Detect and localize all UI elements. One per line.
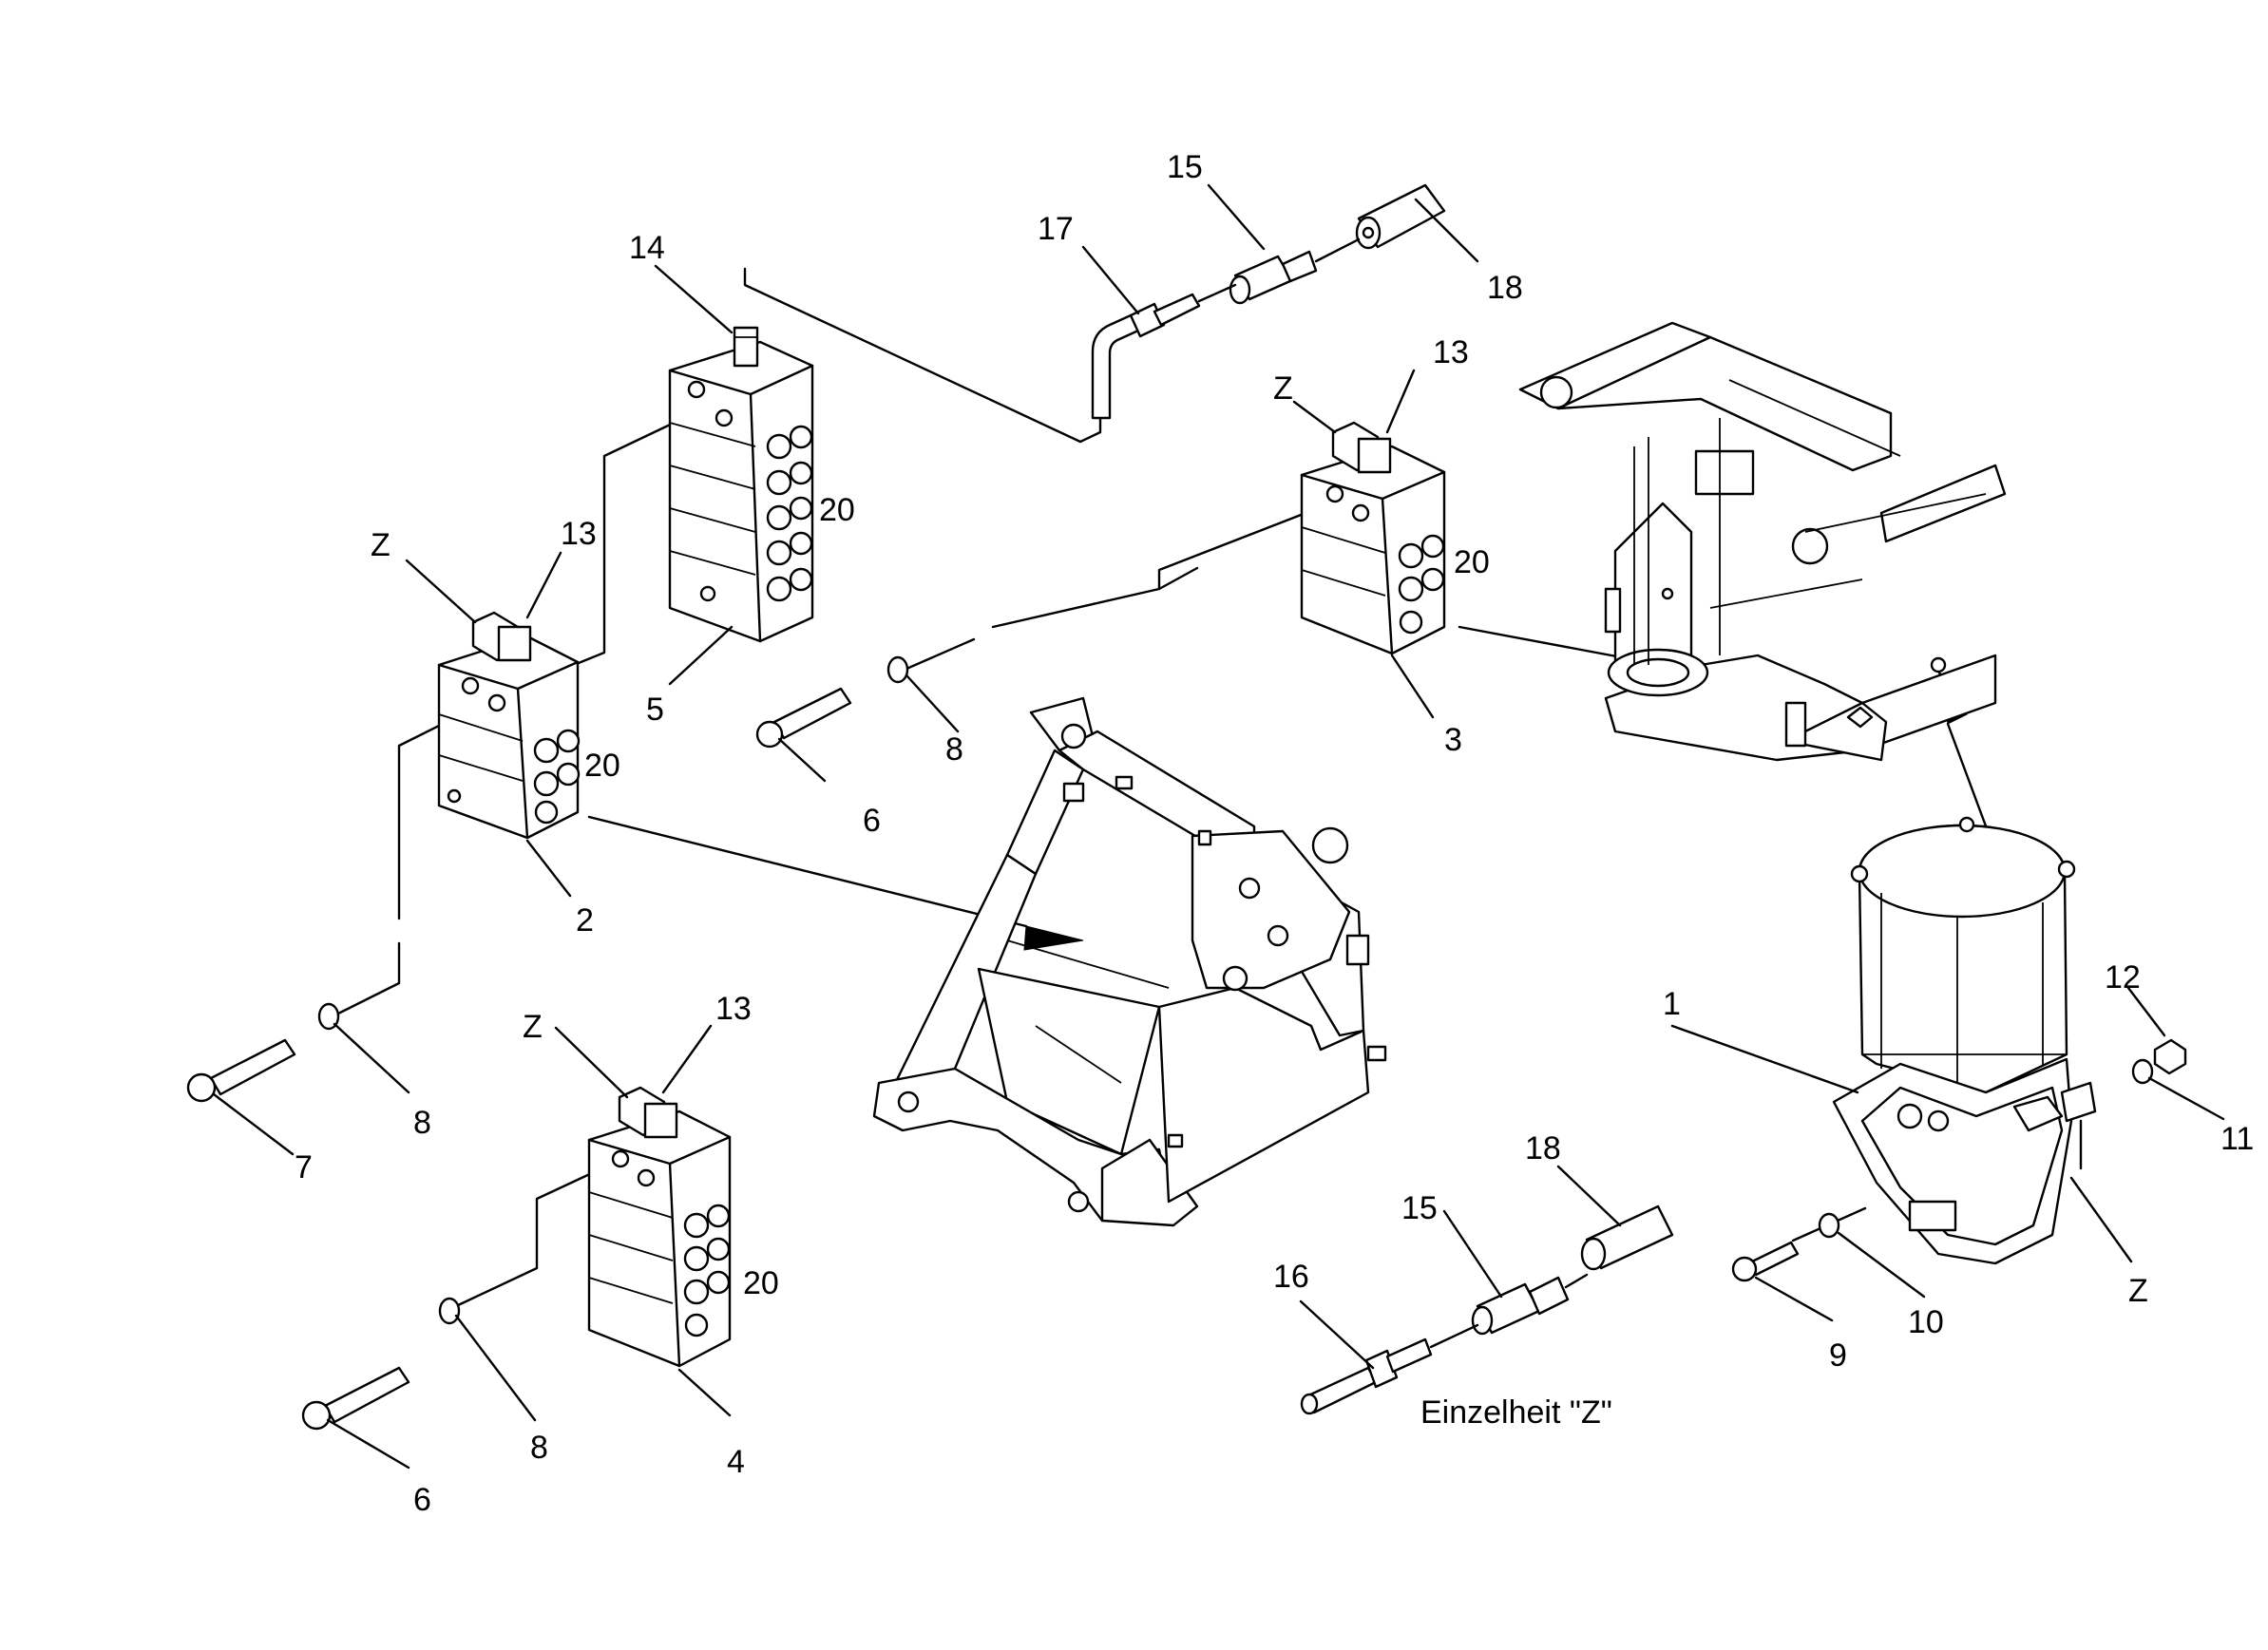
washer-11 (2131, 1058, 2154, 1085)
callout-9: 9 (1829, 1337, 1847, 1374)
pipe-17-elbow (1091, 293, 1201, 420)
callout-z-right: Z (1273, 370, 1293, 407)
distributor-block-2 (437, 611, 581, 840)
nut-12 (2153, 1038, 2187, 1075)
upper-frame (1518, 321, 2007, 762)
callout-13-right: 13 (1433, 334, 1469, 370)
callout-12: 12 (2105, 959, 2141, 996)
callout-2: 2 (576, 902, 594, 939)
washer-8-upper (886, 655, 909, 684)
callout-labels: 14 17 15 18 13 Z 20 20 13 Z 5 3 8 20 6 2… (295, 149, 2254, 1518)
callout-20-lower: 20 (743, 1265, 779, 1301)
callout-1: 1 (1663, 986, 1681, 1022)
callout-15-top: 15 (1167, 149, 1203, 185)
callout-6-lower: 6 (413, 1482, 431, 1518)
distributor-block-4 (587, 1086, 732, 1368)
callout-4: 4 (727, 1444, 745, 1480)
distributor-block-5 (668, 326, 814, 643)
callout-7: 7 (295, 1149, 313, 1185)
callout-20-top: 20 (819, 492, 855, 528)
callout-3: 3 (1444, 722, 1462, 758)
callout-8-lower: 8 (530, 1430, 548, 1466)
callout-13-lower: 13 (715, 991, 752, 1027)
lubrication-pump-1 (1832, 816, 2097, 1265)
callout-5: 5 (646, 692, 664, 728)
distributor-block-3 (1300, 421, 1446, 655)
pipe-18-top (1355, 183, 1446, 250)
callout-20-right: 20 (1454, 544, 1490, 580)
bolt-6-lower (301, 1366, 410, 1431)
callout-10: 10 (1908, 1304, 1944, 1340)
detail-z-caption: Einzelheit "Z" (1420, 1394, 1612, 1431)
bolt-9 (1731, 1241, 1800, 1282)
callout-18-top: 18 (1487, 270, 1523, 306)
callout-18-detail: 18 (1525, 1130, 1561, 1166)
washer-8-left (317, 1002, 340, 1031)
callout-16: 16 (1273, 1259, 1309, 1295)
fitting-15-detail (1471, 1276, 1570, 1336)
callout-6-upper: 6 (863, 803, 881, 839)
callout-z-pump: Z (2128, 1273, 2148, 1309)
callout-11: 11 (2220, 1121, 2254, 1157)
bolt-7 (186, 1038, 296, 1103)
washer-8-lower (438, 1297, 461, 1325)
washer-10 (1818, 1212, 1840, 1239)
bolt-6-upper (755, 687, 852, 749)
callout-15-detail: 15 (1401, 1190, 1438, 1226)
callout-17: 17 (1038, 211, 1074, 247)
main-frame (872, 696, 1387, 1227)
callout-8-upper: 8 (945, 731, 963, 768)
callout-8-left: 8 (413, 1105, 431, 1141)
callout-z-left: Z (371, 527, 391, 563)
leader-lines (212, 183, 2225, 1470)
callout-14: 14 (629, 230, 665, 266)
callout-z-lower: Z (523, 1009, 543, 1045)
pipe-18-detail (1580, 1204, 1674, 1271)
fitting-15-top (1229, 250, 1318, 305)
pipe-16-detail (1300, 1337, 1433, 1415)
callout-13-left: 13 (561, 516, 597, 552)
callout-20-mid: 20 (584, 748, 620, 784)
